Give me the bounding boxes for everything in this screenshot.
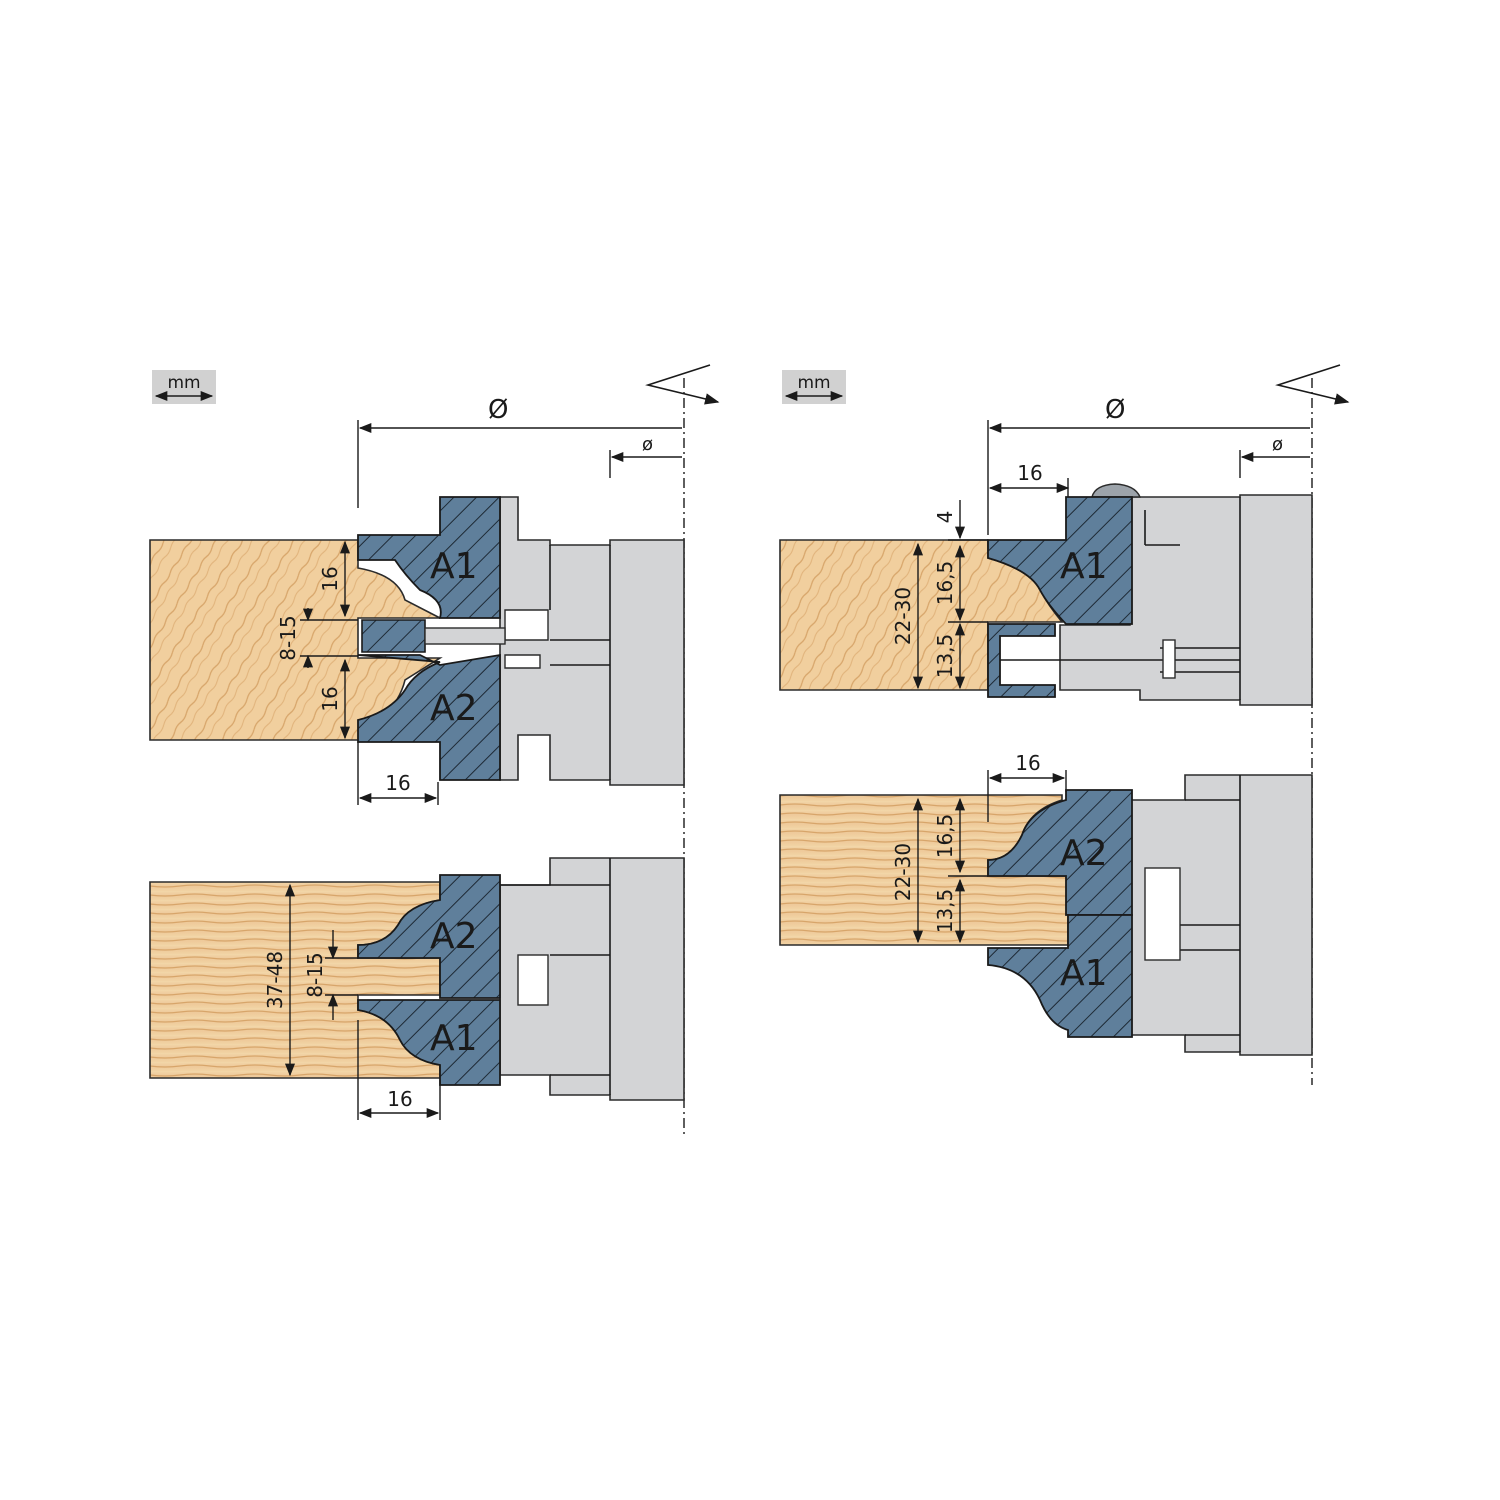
cutter-label-a1-right-bottom: A1 xyxy=(1060,953,1108,994)
tool-body-left-bottom xyxy=(499,857,685,1101)
dim-bottom-left-top: 16 xyxy=(318,686,342,711)
dim-depth-left-bottom: 16 xyxy=(387,1087,412,1111)
tool-body-left-top xyxy=(499,496,685,786)
cutter-label-a2-left-top: A2 xyxy=(430,688,478,729)
diameter-symbol: Ø xyxy=(488,395,508,425)
units-badge-left: mm xyxy=(152,370,216,404)
units-badge-right: mm xyxy=(782,370,846,404)
tool-body-right-bottom xyxy=(1129,774,1313,1056)
dimensions-left-top: 16 8-15 16 16 xyxy=(276,540,439,805)
cutter-label-a1-left-top: A1 xyxy=(430,546,478,587)
bore-diameter-symbol: ø xyxy=(1272,434,1283,455)
diameter-dimension-left: Ø ø xyxy=(357,395,682,508)
dimensions-left-bottom: 37-48 8-15 16 xyxy=(263,883,441,1120)
groove-cutter-left xyxy=(361,619,426,653)
cutter-label-a1-left-bottom: A1 xyxy=(430,1018,478,1059)
dim-thickness-right-bottom: 22-30 xyxy=(891,843,915,901)
cutter-a2-left-top xyxy=(357,653,501,781)
tool-body-right-top xyxy=(995,483,1313,706)
diameter-symbol: Ø xyxy=(1105,395,1125,425)
dim-groove-left-top: 8-15 xyxy=(276,615,300,660)
rotation-arrow-icon xyxy=(1275,364,1350,405)
dim-depth-right-top: 16 xyxy=(1017,461,1042,485)
dim-thickness-right-top: 22-30 xyxy=(891,587,915,645)
dim-thickness-left-bottom: 37-48 xyxy=(263,951,287,1009)
workpiece-left-bottom xyxy=(149,881,441,1079)
cutter-a2-left-bottom xyxy=(357,874,501,999)
cutter-label-a2-right-bottom: A2 xyxy=(1060,833,1108,874)
cutter-a1-right-bottom xyxy=(987,914,1133,1038)
cutter-label-a2-left-bottom: A2 xyxy=(430,916,478,957)
dimensions-right-bottom: 16 22-30 16,5 13,5 xyxy=(891,751,1067,944)
units-label: mm xyxy=(797,373,830,393)
cutter-a1-right-top xyxy=(987,496,1133,625)
cutter-label-a1-right-top: A1 xyxy=(1060,546,1108,587)
cutter-a1-left-top xyxy=(357,496,501,619)
dim-depth-right-bottom: 16 xyxy=(1015,751,1040,775)
dim-offset-right-top: 4 xyxy=(933,511,957,524)
diameter-dimension-right: Ø ø xyxy=(987,395,1310,535)
dim-lower-right-top: 13,5 xyxy=(933,634,957,679)
dim-depth-left-top: 16 xyxy=(385,771,410,795)
dim-top-left-top: 16 xyxy=(318,566,342,591)
groove-cutter-right xyxy=(987,623,1056,698)
cutter-a2-right-bottom xyxy=(987,789,1133,916)
dim-groove-left-bottom: 8-15 xyxy=(303,952,327,997)
bore-diameter-symbol: ø xyxy=(642,434,653,455)
rotation-arrow-icon xyxy=(645,364,720,405)
units-label: mm xyxy=(167,373,200,393)
dim-upper-right-bottom: 16,5 xyxy=(933,814,957,859)
dimensions-right-top: 16 4 22-30 16,5 13,5 xyxy=(891,461,1070,690)
dim-lower-right-bottom: 13,5 xyxy=(933,889,957,934)
cutter-a1-left-bottom xyxy=(357,999,501,1086)
dim-upper-right-top: 16,5 xyxy=(933,561,957,606)
groove-shank-left xyxy=(424,627,506,645)
